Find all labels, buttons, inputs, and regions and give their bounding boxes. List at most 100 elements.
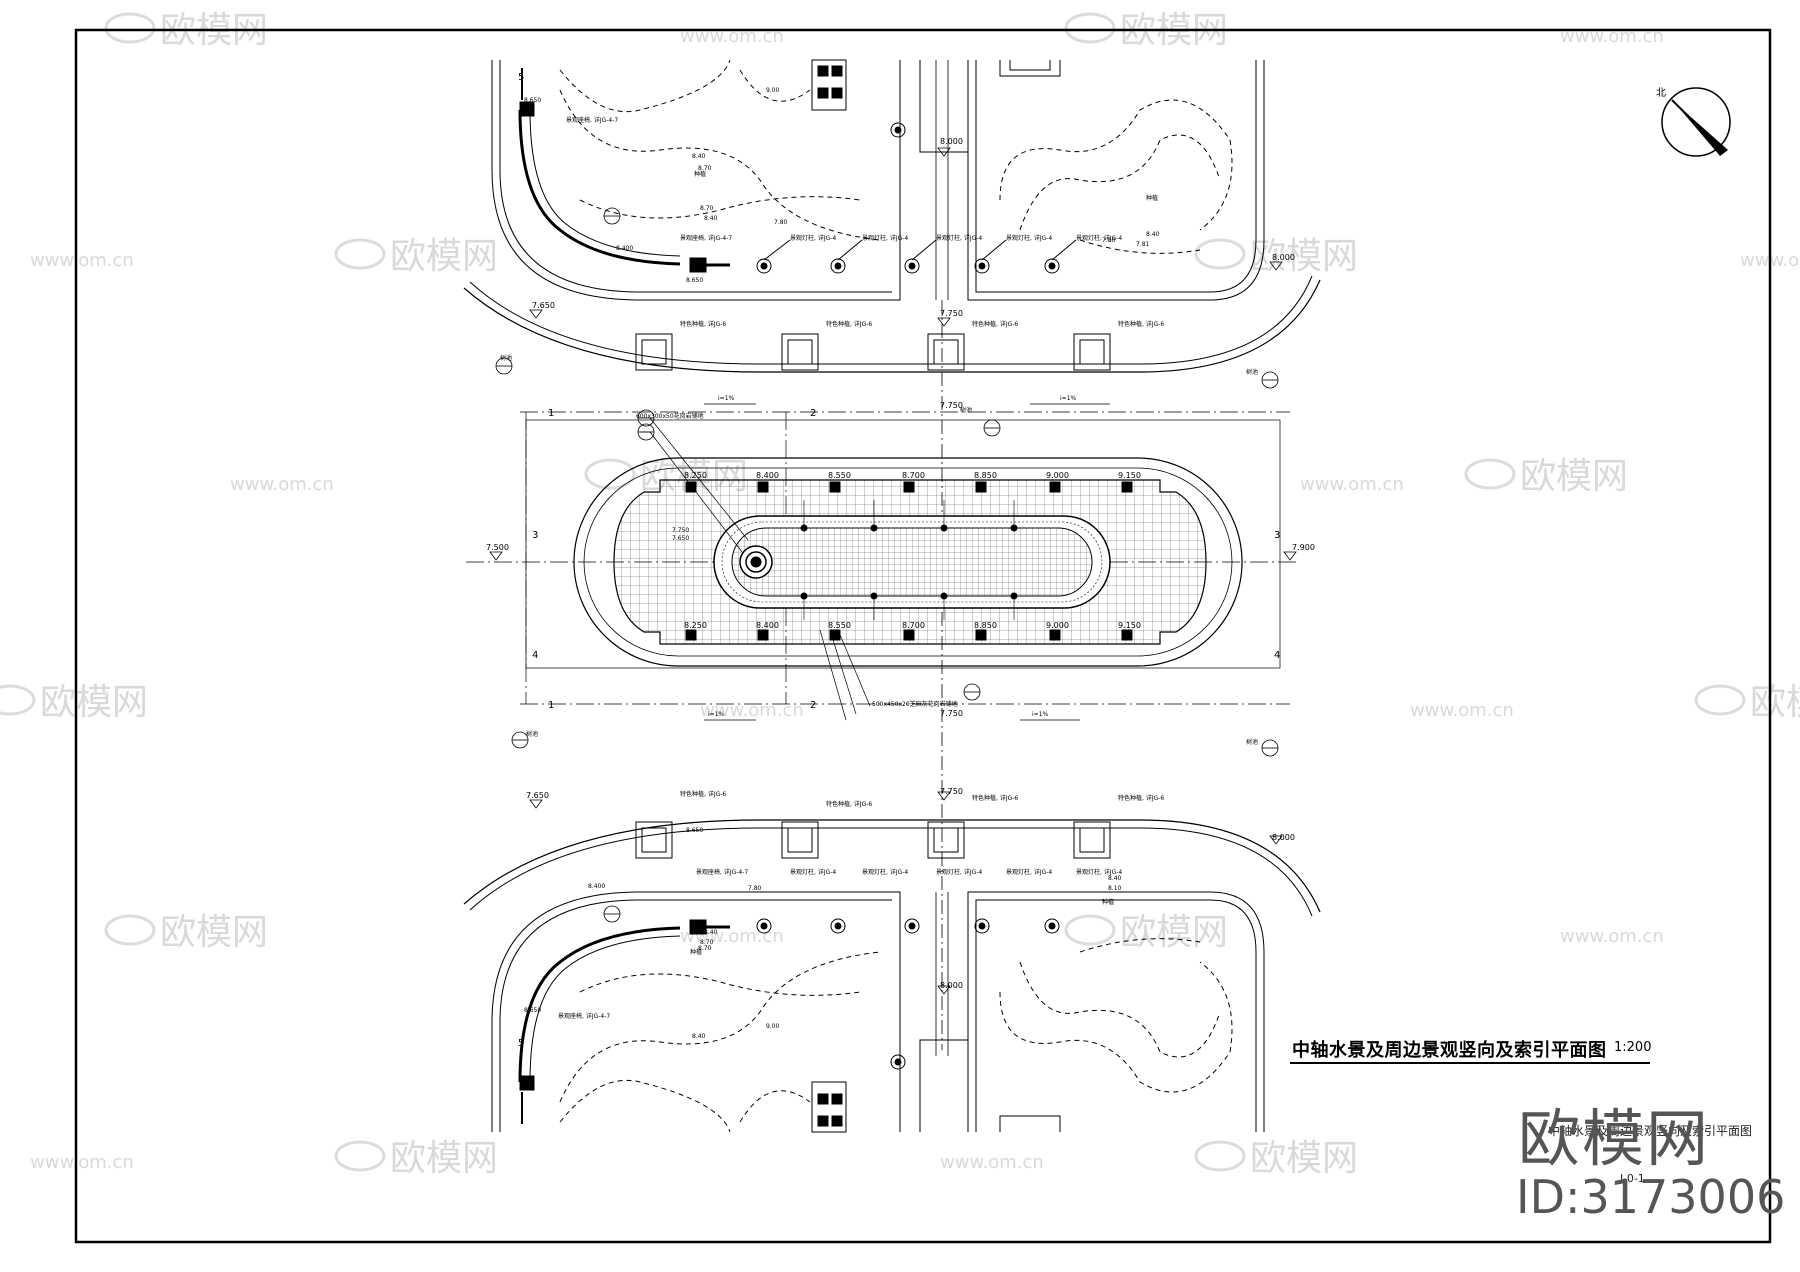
svg-text:8.70: 8.70 <box>700 939 714 946</box>
svg-text:i=1%: i=1% <box>718 395 735 402</box>
svg-text:7.750: 7.750 <box>672 527 689 534</box>
svg-text:8.550: 8.550 <box>828 471 851 480</box>
svg-text:景观灯柱, 详JG-4: 景观灯柱, 详JG-4 <box>790 868 836 876</box>
svg-text:8.000: 8.000 <box>1272 833 1295 842</box>
svg-text:7.80: 7.80 <box>748 885 762 892</box>
svg-text:7.650: 7.650 <box>532 301 555 310</box>
svg-text:i=1%: i=1% <box>1032 711 1049 718</box>
watermark-logo-tile: 欧模网 <box>1250 236 1358 277</box>
svg-text:8.400: 8.400 <box>756 471 779 480</box>
svg-text:特色种植, 详JG-6: 特色种植, 详JG-6 <box>680 790 726 798</box>
watermark-site-tile: www.om.cn <box>1560 926 1664 947</box>
svg-text:景观灯柱, 详JG-4: 景观灯柱, 详JG-4 <box>862 868 908 876</box>
watermark-logo-icon <box>1464 458 1516 490</box>
index-symbols <box>495 207 1279 923</box>
watermark-logo-icon <box>1064 914 1116 946</box>
watermark-layer: 欧模网欧模网欧模网欧模网欧模网欧模网欧模网欧模网欧模网欧模网欧模网欧模网www.… <box>0 10 1800 1179</box>
watermark-site-tile: www.om.cn <box>1300 474 1404 495</box>
svg-text:8.700: 8.700 <box>902 471 925 480</box>
svg-text:8.40: 8.40 <box>704 929 718 936</box>
svg-text:树池: 树池 <box>960 406 972 414</box>
lamp-row-top <box>756 122 1060 274</box>
svg-text:1: 1 <box>548 700 554 711</box>
plan-title: 中轴水景及周边景观竖向及索引平面图 <box>1292 1040 1607 1061</box>
watermark-logo: 欧模网 <box>1518 1102 1711 1175</box>
svg-text:8.70: 8.70 <box>698 945 712 952</box>
site-levels: 7.500 7.900 7.650 7.650 8.000 8.000 8.00… <box>486 137 1315 990</box>
watermark-logo-tile: 欧模网 <box>160 912 268 953</box>
svg-text:8.70: 8.70 <box>700 205 714 212</box>
svg-text:景观座椅, 详JG-4-7: 景观座椅, 详JG-4-7 <box>680 234 732 242</box>
svg-text:9.000: 9.000 <box>1046 471 1069 480</box>
sheet-caption: 中轴水景及周边景观竖向及索引平面图 <box>1548 1124 1753 1138</box>
svg-text:8.70: 8.70 <box>698 165 712 172</box>
svg-text:8.400: 8.400 <box>588 883 605 890</box>
svg-text:2: 2 <box>810 408 816 419</box>
svg-text:2: 2 <box>810 700 816 711</box>
svg-text:种植: 种植 <box>694 170 706 178</box>
watermark-site-tile: www.om.cn <box>940 1152 1044 1173</box>
svg-text:特色种植, 详JG-6: 特色种植, 详JG-6 <box>972 320 1018 328</box>
svg-text:3: 3 <box>532 530 538 541</box>
central-axis <box>935 60 949 1056</box>
svg-text:8.40: 8.40 <box>692 1033 706 1040</box>
watermark-logo-icon <box>334 1140 386 1172</box>
svg-text:特色种植, 详JG-6: 特色种植, 详JG-6 <box>1118 794 1164 802</box>
svg-text:8.250: 8.250 <box>684 471 707 480</box>
central-fountain <box>573 417 1243 721</box>
svg-text:8.550: 8.550 <box>828 621 851 630</box>
planter-row-top <box>635 333 1111 371</box>
watermark-logo-icon <box>104 914 156 946</box>
svg-text:景观座椅, 详JG-4-7: 景观座椅, 详JG-4-7 <box>566 116 618 124</box>
svg-text:景观灯柱, 详JG-4: 景观灯柱, 详JG-4 <box>1006 234 1052 242</box>
watermark-logo-tile: 欧模网 <box>1750 682 1800 723</box>
svg-text:树池: 树池 <box>500 354 512 362</box>
svg-text:种植: 种植 <box>1102 898 1114 906</box>
svg-text:5: 5 <box>518 1038 524 1049</box>
watermark-logo-tile: 欧模网 <box>390 1138 498 1179</box>
watermark-site-tile: www.om.cn <box>230 474 334 495</box>
upper-garden <box>463 59 1321 373</box>
svg-text:7.750: 7.750 <box>940 709 963 718</box>
svg-text:9.000: 9.000 <box>1046 621 1069 630</box>
watermark-logo-icon <box>1194 238 1246 270</box>
north-label: 北 <box>1656 87 1666 99</box>
watermark-logo-tile: 欧模网 <box>1120 912 1228 953</box>
sheet-border <box>74 28 1772 1244</box>
fountain-lamps-top <box>685 481 1133 493</box>
svg-text:景观座椅, 详JG-4-7: 景观座椅, 详JG-4-7 <box>558 1012 610 1020</box>
svg-text:特色种植, 详JG-6: 特色种植, 详JG-6 <box>826 320 872 328</box>
watermark-logo-tile: 欧模网 <box>390 236 498 277</box>
svg-text:8.40: 8.40 <box>1146 231 1160 238</box>
level-triangles <box>489 147 1297 995</box>
svg-text:特色种植, 详JG-6: 特色种植, 详JG-6 <box>972 794 1018 802</box>
svg-text:8.40: 8.40 <box>692 153 706 160</box>
svg-text:500x450x20芝麻灰花岗岩铺地: 500x450x20芝麻灰花岗岩铺地 <box>872 700 958 708</box>
north-arrow-icon: 北 <box>1656 87 1731 157</box>
fountain-lamps-bottom <box>685 629 1133 641</box>
svg-text:景观灯柱, 详JG-4: 景观灯柱, 详JG-4 <box>936 868 982 876</box>
svg-text:7.81: 7.81 <box>1136 241 1150 248</box>
svg-text:9.150: 9.150 <box>1118 621 1141 630</box>
svg-text:8.000: 8.000 <box>1272 253 1295 262</box>
svg-text:8.000: 8.000 <box>940 981 963 990</box>
svg-text:9.00: 9.00 <box>766 87 780 94</box>
svg-text:8.40: 8.40 <box>704 215 718 222</box>
svg-text:8.250: 8.250 <box>684 621 707 630</box>
svg-text:8.850: 8.850 <box>974 471 997 480</box>
watermark-site-tile: www.om.cn <box>700 700 804 721</box>
svg-text:景观灯柱, 详JG-4: 景观灯柱, 详JG-4 <box>790 234 836 242</box>
watermark-logo-icon <box>1064 12 1116 44</box>
watermark-logo-icon <box>584 458 636 490</box>
svg-text:特色种植, 详JG-6: 特色种植, 详JG-6 <box>1118 320 1164 328</box>
fountain-levels: 8.250 8.400 8.550 8.700 8.850 9.000 9.15… <box>672 471 1141 630</box>
svg-text:景观座椅, 详JG-4-7: 景观座椅, 详JG-4-7 <box>696 868 748 876</box>
svg-text:景观灯柱, 详JG-4: 景观灯柱, 详JG-4 <box>936 234 982 242</box>
svg-text:景观灯柱, 详JG-4: 景观灯柱, 详JG-4 <box>1076 234 1122 242</box>
svg-text:8.400: 8.400 <box>756 621 779 630</box>
watermark-logo-icon <box>1194 1140 1246 1172</box>
svg-text:1: 1 <box>548 408 554 419</box>
watermark-logo-tile: 欧模网 <box>1520 456 1628 497</box>
svg-text:3: 3 <box>1274 530 1280 541</box>
